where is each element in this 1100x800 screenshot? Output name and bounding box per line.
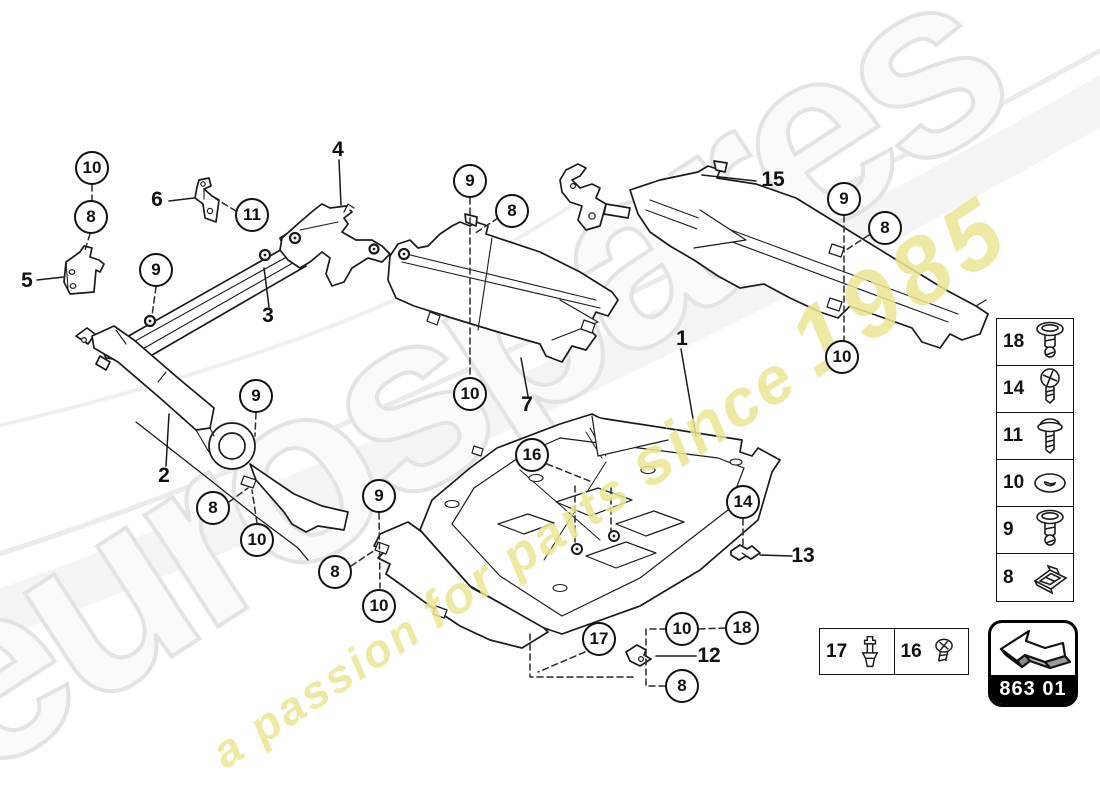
dashed-leader-lines xyxy=(84,184,870,687)
part-13-clip[interactable] xyxy=(730,544,761,561)
legend-item-11[interactable]: 11 xyxy=(997,413,1073,460)
fastener-legend-bottom: 17 16 xyxy=(819,628,969,675)
part-6-bracket[interactable] xyxy=(194,177,220,223)
callout-circle-10[interactable]: 10 xyxy=(240,523,274,557)
callout-circle-9[interactable]: 9 xyxy=(453,164,487,198)
part-7-heat-shield-panel[interactable] xyxy=(387,213,619,363)
part-number-label-3: 3 xyxy=(262,304,274,327)
callout-circle-8[interactable]: 8 xyxy=(74,200,108,234)
legend-number: 14 xyxy=(1003,378,1025,399)
part-5-bracket[interactable] xyxy=(63,245,105,295)
legend-number: 10 xyxy=(1003,472,1025,493)
part-12-clip[interactable] xyxy=(625,644,652,667)
part-15-cover-panel[interactable] xyxy=(559,160,989,349)
part-4-elbow-trim[interactable] xyxy=(279,203,391,287)
section-badge[interactable]: 863 01 xyxy=(988,620,1078,707)
part-number-label-1: 1 xyxy=(676,327,688,350)
legend-item-16[interactable]: 16 xyxy=(895,629,969,674)
clip-nut-icon xyxy=(1033,564,1068,595)
washer-disc-icon xyxy=(1034,473,1066,493)
callout-circle-8[interactable]: 8 xyxy=(868,211,902,245)
legend-item-8[interactable]: 8 xyxy=(997,554,1073,601)
callout-circle-10[interactable]: 10 xyxy=(75,151,109,185)
legend-item-9[interactable]: 9 xyxy=(997,507,1073,554)
callout-circle-8[interactable]: 8 xyxy=(495,194,529,228)
part-number-label-13: 13 xyxy=(791,544,815,567)
part-number-label-7: 7 xyxy=(521,393,533,416)
pan-head-screw-icon xyxy=(1040,368,1060,405)
legend-number: 9 xyxy=(1003,519,1014,540)
part-1-underbody-floor-panel[interactable] xyxy=(373,413,781,649)
short-screw-icon xyxy=(935,638,953,662)
callout-circle-10[interactable]: 10 xyxy=(825,340,859,374)
callout-circle-8[interactable]: 8 xyxy=(318,555,352,589)
legend-item-10[interactable]: 10 xyxy=(997,460,1073,507)
label-leader-lines xyxy=(36,159,793,657)
fastener-legend-right: 18 14 11 10 xyxy=(996,318,1074,602)
legend-number: 17 xyxy=(826,640,848,662)
section-code: 863 01 xyxy=(991,675,1075,704)
callout-circle-8[interactable]: 8 xyxy=(665,669,699,703)
washer-screw-icon xyxy=(1037,418,1063,455)
callout-circle-16[interactable]: 16 xyxy=(515,438,549,472)
legend-item-18[interactable]: 18 xyxy=(997,319,1073,366)
callout-circle-10[interactable]: 10 xyxy=(453,377,487,411)
callout-circle-9[interactable]: 9 xyxy=(139,253,173,287)
expander-rivet-icon xyxy=(861,635,878,667)
callout-circle-9[interactable]: 9 xyxy=(827,182,861,216)
legend-number: 16 xyxy=(900,640,922,662)
legend-number: 8 xyxy=(1003,566,1014,588)
part-number-label-15: 15 xyxy=(761,168,785,191)
callout-circle-18[interactable]: 18 xyxy=(725,611,759,645)
legend-number: 11 xyxy=(1003,425,1024,446)
grommet-rivet-icon xyxy=(1036,509,1064,546)
callout-circle-17[interactable]: 17 xyxy=(582,622,616,656)
legend-number: 18 xyxy=(1003,331,1025,352)
part-number-label-5: 5 xyxy=(21,269,33,292)
callout-circle-8[interactable]: 8 xyxy=(196,491,230,525)
part-number-label-4: 4 xyxy=(332,138,344,161)
legend-item-17[interactable]: 17 xyxy=(820,629,895,674)
legend-item-14[interactable]: 14 xyxy=(997,366,1073,413)
callout-circle-9[interactable]: 9 xyxy=(239,379,273,413)
callout-circle-9[interactable]: 9 xyxy=(362,479,396,513)
part-number-label-2: 2 xyxy=(158,464,170,487)
callout-circle-10[interactable]: 10 xyxy=(362,589,396,623)
callout-circle-14[interactable]: 14 xyxy=(726,485,760,519)
grommet-rivet-icon xyxy=(1036,321,1064,358)
callout-circle-10[interactable]: 10 xyxy=(665,612,699,646)
callout-circle-11[interactable]: 11 xyxy=(235,198,269,232)
section-arrow-icon xyxy=(993,625,1075,682)
part-number-label-6: 6 xyxy=(151,188,163,211)
part-number-label-12: 12 xyxy=(697,644,721,667)
